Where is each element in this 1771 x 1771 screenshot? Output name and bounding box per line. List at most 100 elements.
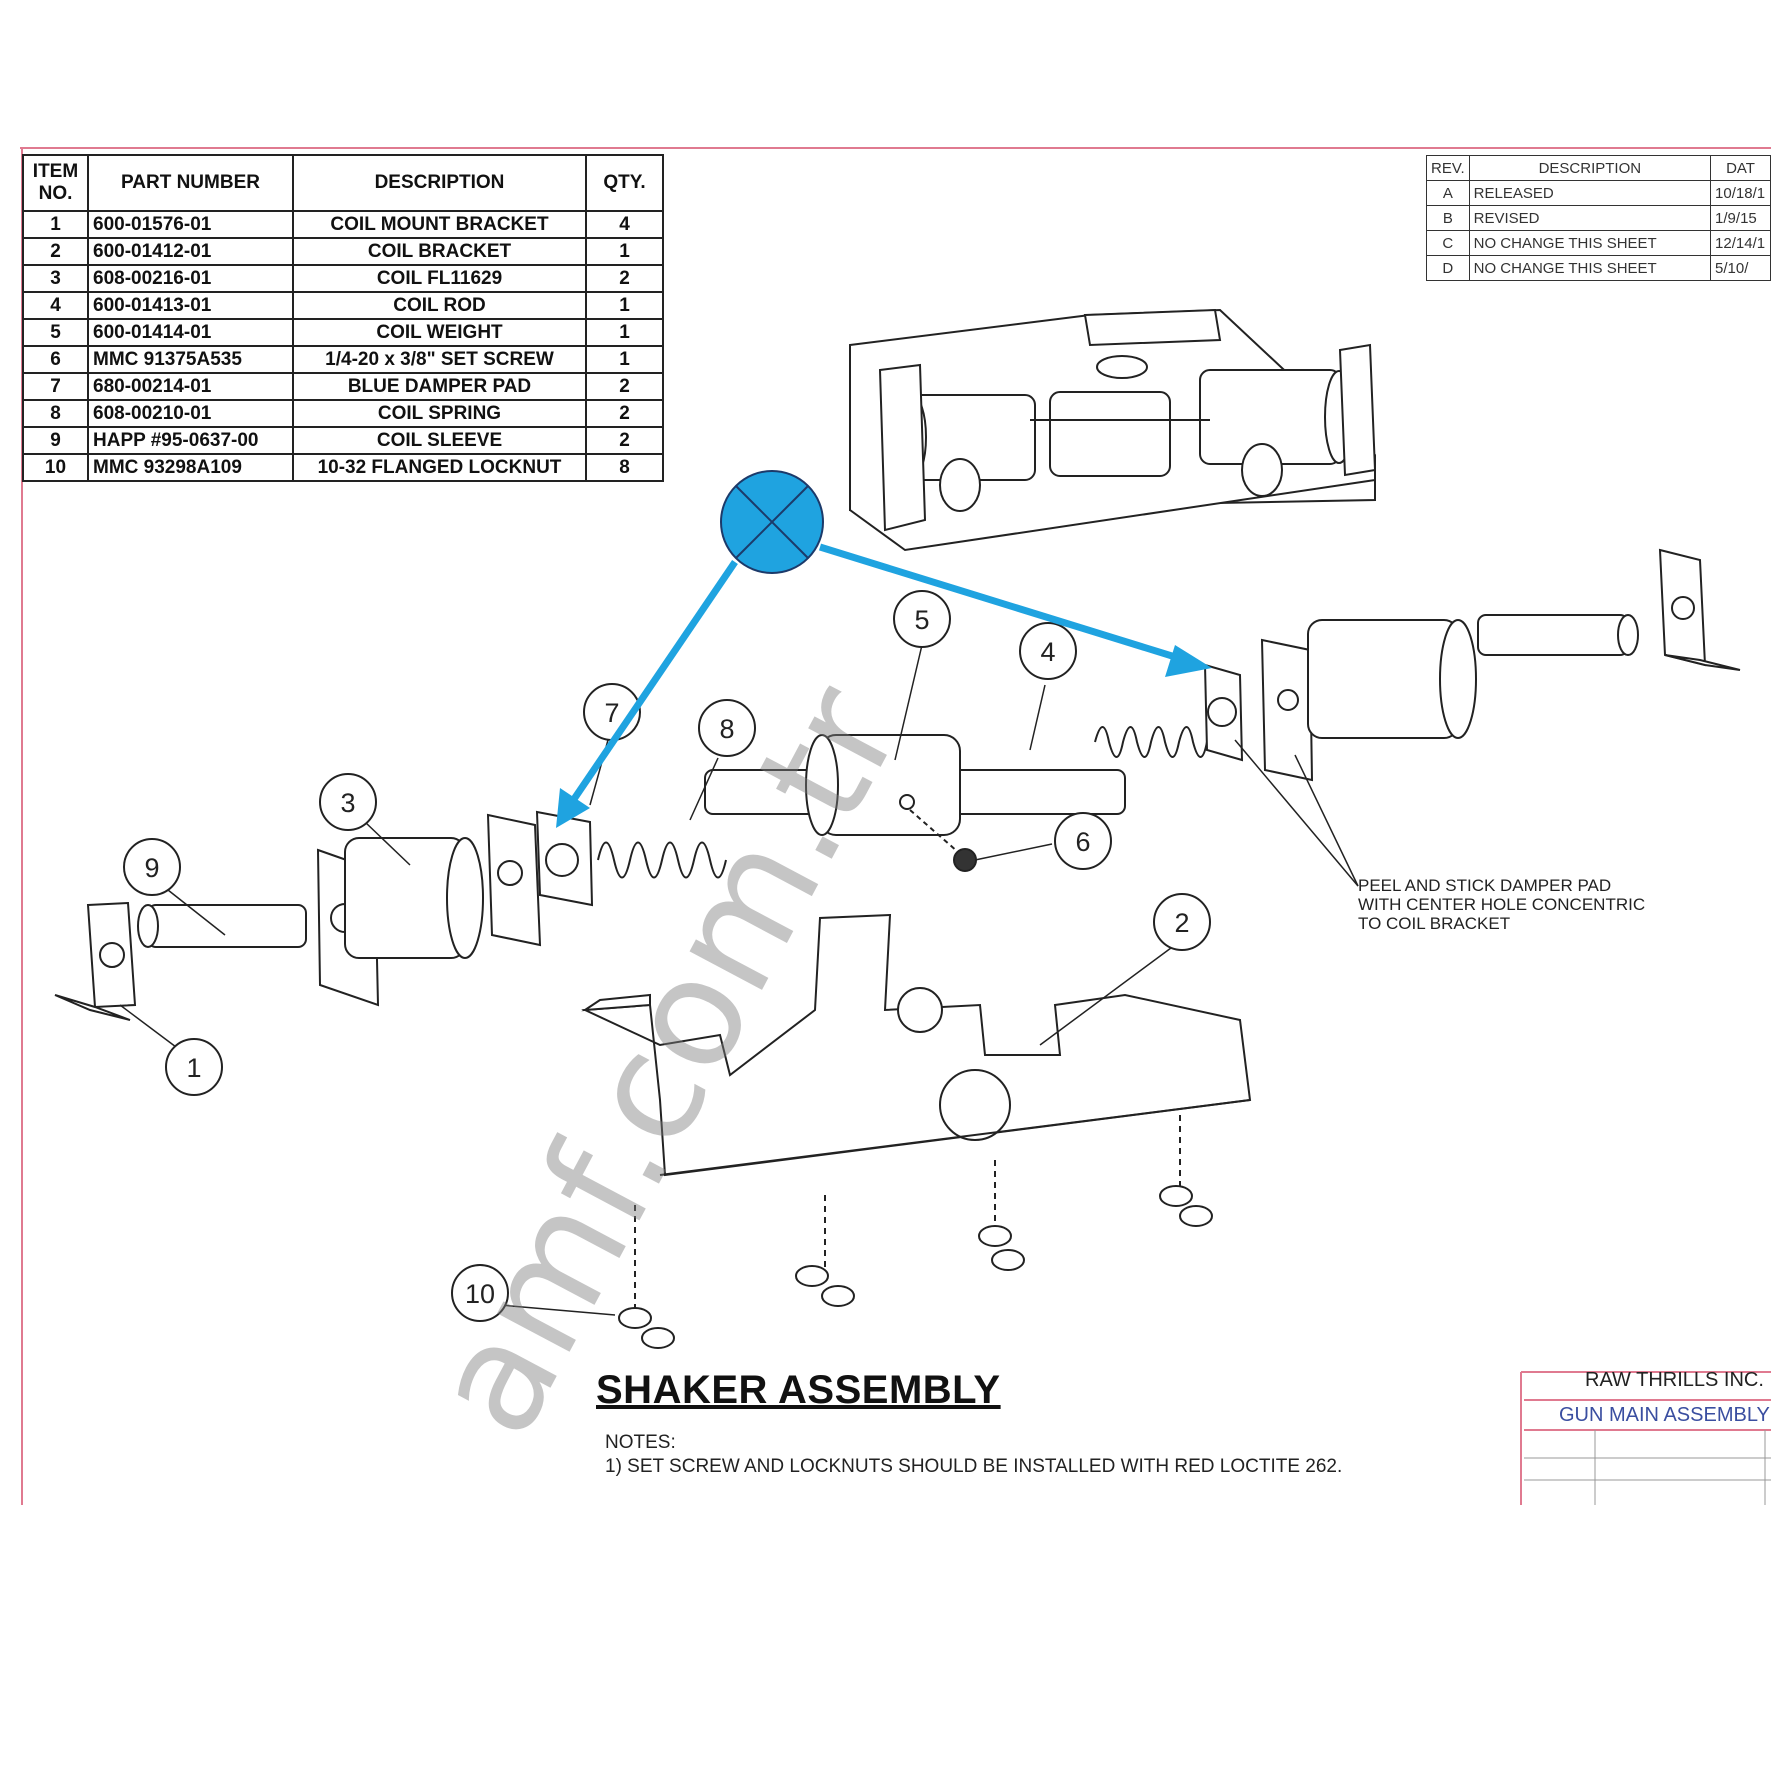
bom-header-item: ITEM NO.: [22, 154, 89, 212]
bom-item: 4: [22, 291, 89, 320]
title-block-grid: [1524, 1430, 1771, 1505]
bom-desc: 10-32 FLANGED LOCKNUT: [292, 453, 587, 482]
rev-letter: B: [1426, 205, 1470, 231]
balloon-8: 8: [719, 714, 734, 744]
bom-desc: BLUE DAMPER PAD: [292, 372, 587, 401]
item-balloons: [123, 590, 1211, 1322]
bom-qty: 1: [585, 318, 664, 347]
callout-line: PEEL AND STICK DAMPER PAD: [1358, 876, 1612, 895]
rev-letter: A: [1426, 180, 1470, 206]
drawing-title: SHAKER ASSEMBLY: [596, 1368, 1001, 1412]
damper-pad-marker: [556, 470, 1212, 828]
bom-item: 8: [22, 399, 89, 428]
coil-bracket: [581, 913, 1252, 1177]
callout-line: WITH CENTER HOLE CONCENTRIC: [1358, 895, 1646, 914]
balloon-3: 3: [340, 788, 355, 818]
bom-desc: 1/4-20 x 3/8" SET SCREW: [292, 345, 587, 374]
bom-desc: COIL MOUNT BRACKET: [292, 210, 587, 239]
rev-header-description: DESCRIPTION: [1468, 155, 1712, 181]
rev-description: REVISED: [1468, 205, 1712, 231]
balloon-1: 1: [186, 1053, 201, 1083]
bom-part: 600-01412-01: [87, 237, 294, 266]
title-block-company: RAW THRILLS INC.: [1585, 1369, 1764, 1391]
bom-qty: 2: [585, 372, 664, 401]
bom-item: 9: [22, 426, 89, 455]
rev-description: NO CHANGE THIS SHEET: [1468, 255, 1712, 281]
bom-qty: 4: [585, 210, 664, 239]
balloon-6: 6: [1075, 827, 1090, 857]
bom-item: 7: [22, 372, 89, 401]
rev-header-rev: REV.: [1426, 155, 1470, 181]
bom-item: 1: [22, 210, 89, 239]
bom-part: 600-01413-01: [87, 291, 294, 320]
coil-sleeve: [147, 904, 307, 948]
rev-header-date: DAT: [1710, 155, 1771, 181]
rev-description: NO CHANGE THIS SHEET: [1468, 230, 1712, 256]
notes-line: 1) SET SCREW AND LOCKNUTS SHOULD BE INST…: [605, 1456, 1343, 1477]
notes-label: NOTES:: [605, 1432, 676, 1453]
balloon-labels: 1 2 3 4 5 6 7 8 9 10: [144, 605, 1189, 1309]
bom-qty: 2: [585, 264, 664, 293]
bom-desc: COIL SLEEVE: [292, 426, 587, 455]
exploded-view: [54, 548, 1741, 1021]
bom-part: 600-01576-01: [87, 210, 294, 239]
balloon-5: 5: [914, 605, 929, 635]
bom-item: 6: [22, 345, 89, 374]
balloon-leaders: [119, 644, 1176, 1316]
balloon-2: 2: [1174, 908, 1189, 938]
bom-desc: COIL BRACKET: [292, 237, 587, 266]
bom-item: 2: [22, 237, 89, 266]
drawing-border: [20, 147, 1771, 1505]
rev-letter: C: [1426, 230, 1470, 256]
flanged-locknuts: [618, 1115, 1213, 1349]
bom-qty: 1: [585, 345, 664, 374]
bom-desc: COIL SPRING: [292, 399, 587, 428]
rev-date: 10/18/1: [1710, 180, 1771, 206]
bom-desc: COIL WEIGHT: [292, 318, 587, 347]
damper-pad-callout-note: PEEL AND STICK DAMPER PAD WITH CENTER HO…: [1358, 876, 1645, 933]
coil-spring-right: [1094, 726, 1208, 758]
coil-right: [1307, 619, 1459, 739]
rev-description: RELEASED: [1468, 180, 1712, 206]
bom-header-qty: QTY.: [585, 154, 664, 212]
balloon-10: 10: [465, 1279, 495, 1309]
balloon-7: 7: [604, 698, 619, 728]
bom-part: 600-01414-01: [87, 318, 294, 347]
bom-qty: 1: [585, 291, 664, 320]
assembled-view: [849, 308, 1377, 552]
bom-part: 608-00216-01: [87, 264, 294, 293]
balloon-4: 4: [1040, 637, 1055, 667]
bom-header-description: DESCRIPTION: [292, 154, 587, 212]
bom-desc: COIL ROD: [292, 291, 587, 320]
bom-qty: 2: [585, 399, 664, 428]
bom-qty: 8: [585, 453, 664, 482]
bom-qty: 1: [585, 237, 664, 266]
title-block-drawing-title: GUN MAIN ASSEMBLY: [1559, 1404, 1770, 1426]
rev-date: 12/14/1: [1710, 230, 1771, 256]
rev-header-row: REV. DESCRIPTION DAT: [1426, 155, 1771, 181]
bom-part: HAPP #95-0637-00: [87, 426, 294, 455]
bom-part: 680-00214-01: [87, 372, 294, 401]
bom-desc: COIL FL11629: [292, 264, 587, 293]
bom-part: 608-00210-01: [87, 399, 294, 428]
bom-part: MMC 91375A535: [87, 345, 294, 374]
callout-line: TO COIL BRACKET: [1358, 914, 1511, 933]
bom-header-part: PART NUMBER: [87, 154, 294, 212]
rev-date: 1/9/15: [1710, 205, 1771, 231]
bom-item: 10: [22, 453, 89, 482]
bom-item: 3: [22, 264, 89, 293]
bom-header-row: ITEM NO. PART NUMBER DESCRIPTION QTY.: [22, 154, 664, 212]
